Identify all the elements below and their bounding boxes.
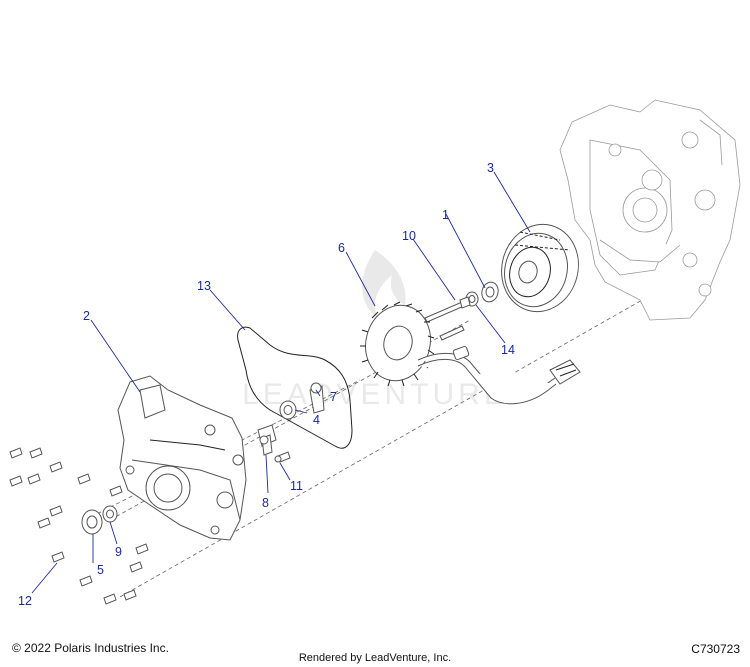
copyright-notice: © 2022 Polaris Industries Inc.: [12, 641, 169, 655]
stator-bolts: [424, 296, 471, 341]
callout-2[interactable]: 2: [83, 309, 90, 323]
leadventure-watermark: LEADVENTURE: [242, 250, 504, 411]
callout-11[interactable]: 11: [290, 479, 303, 493]
dowel-pin: [279, 400, 297, 420]
flywheel-washer: [481, 281, 499, 303]
sensor-screw: [274, 451, 291, 463]
callout-3[interactable]: 3: [487, 161, 494, 175]
callout-7[interactable]: 7: [330, 390, 337, 404]
gasket-bolt: [309, 382, 325, 414]
drawing-id: C730723: [691, 642, 740, 656]
stator-cover: [117, 375, 247, 541]
rendered-by-credit: Rendered by LeadVenture, Inc.: [298, 652, 452, 664]
callout-14[interactable]: 14: [501, 343, 515, 357]
crankcase: [559, 99, 741, 321]
callout-9[interactable]: 9: [115, 545, 122, 559]
callout-labels: 1 2 3 4 5 6 7 8 9 10 11 12 13 14: [18, 161, 515, 608]
cover-bolts: [9, 447, 149, 605]
callout-13[interactable]: 13: [197, 279, 211, 293]
sensor: [257, 424, 277, 456]
callout-12[interactable]: 12: [18, 594, 32, 608]
plug-o-ring: [102, 505, 118, 523]
callout-5[interactable]: 5: [97, 563, 104, 577]
cover-gasket: [237, 326, 353, 449]
callout-8[interactable]: 8: [262, 496, 269, 510]
flywheel: [501, 223, 579, 313]
callout-4[interactable]: 4: [313, 413, 320, 427]
drain-plug: [81, 509, 103, 535]
stator: [360, 301, 435, 387]
callout-leaders: [31, 171, 531, 594]
stator-harness: [417, 345, 581, 405]
callout-1[interactable]: 1: [442, 208, 449, 222]
callout-10[interactable]: 10: [402, 229, 416, 243]
callout-6[interactable]: 6: [338, 241, 345, 255]
